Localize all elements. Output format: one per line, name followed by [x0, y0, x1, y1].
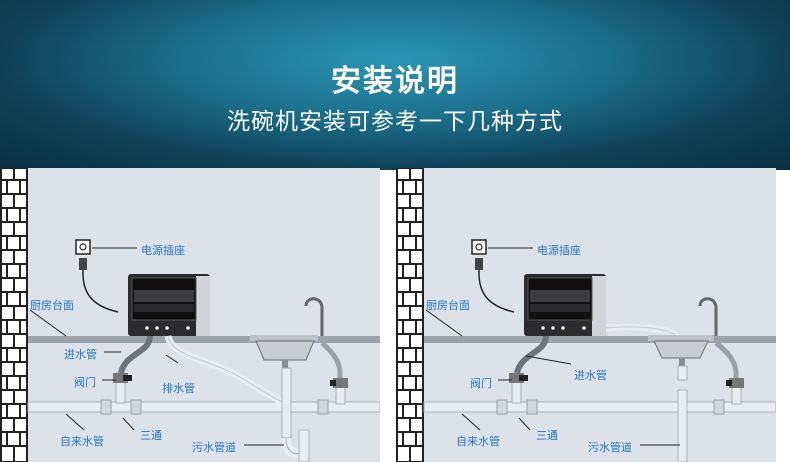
label-tee-joint: 三通 [536, 429, 558, 442]
label-drain-hose: 排水管 [162, 382, 195, 395]
brick-wall [0, 168, 28, 462]
power-socket [471, 239, 515, 313]
label-inlet-hose: 进水管 [574, 369, 607, 382]
label-kitchen-counter: 厨房台面 [30, 299, 74, 312]
header-banner: 安装说明 洗碗机安装可参考一下几种方式 [0, 0, 790, 170]
page-subtitle: 洗碗机安装可参考一下几种方式 [227, 109, 563, 135]
label-power-socket: 电源插座 [141, 244, 185, 257]
label-valve: 阀门 [74, 376, 96, 389]
label-power-socket: 电源插座 [537, 244, 581, 257]
label-kitchen-counter: 厨房台面 [426, 299, 470, 312]
brick-wall [396, 168, 424, 462]
installation-diagram-1 [0, 168, 380, 462]
label-inlet-hose: 进水管 [64, 348, 97, 361]
page-title: 安装说明 [331, 64, 459, 99]
dishwasher [524, 274, 606, 336]
kitchen-counter [424, 336, 776, 343]
faucet [698, 297, 718, 336]
diagram-panel-2: 电源插座 厨房台面 进水管 阀门 自来水管 三通 污水管道 [396, 168, 776, 462]
label-valve: 阀门 [470, 377, 492, 390]
kitchen-counter [28, 336, 380, 343]
faucet [304, 297, 324, 336]
sewer-pipe [677, 365, 688, 462]
tap-water-pipe [27, 401, 380, 413]
tap-water-pipe [423, 401, 776, 413]
inlet-hose [514, 335, 549, 374]
label-sewer-pipe: 污水管道 [192, 441, 236, 454]
dishwasher [128, 274, 210, 336]
label-tap-water-pipe: 自来水管 [456, 435, 500, 448]
sewer-pipe [281, 367, 310, 462]
inlet-hose [118, 335, 153, 374]
installation-diagram-2 [396, 168, 776, 462]
diagram-panel-1: 电源插座 厨房台面 进水管 阀门 排水管 自来水管 三通 污水管道 [0, 168, 380, 462]
label-tee-joint: 三通 [140, 429, 162, 442]
label-tap-water-pipe: 自来水管 [60, 435, 104, 448]
sink [648, 335, 714, 366]
sink [250, 335, 318, 368]
label-sewer-pipe: 污水管道 [588, 441, 632, 454]
power-socket [75, 239, 119, 313]
